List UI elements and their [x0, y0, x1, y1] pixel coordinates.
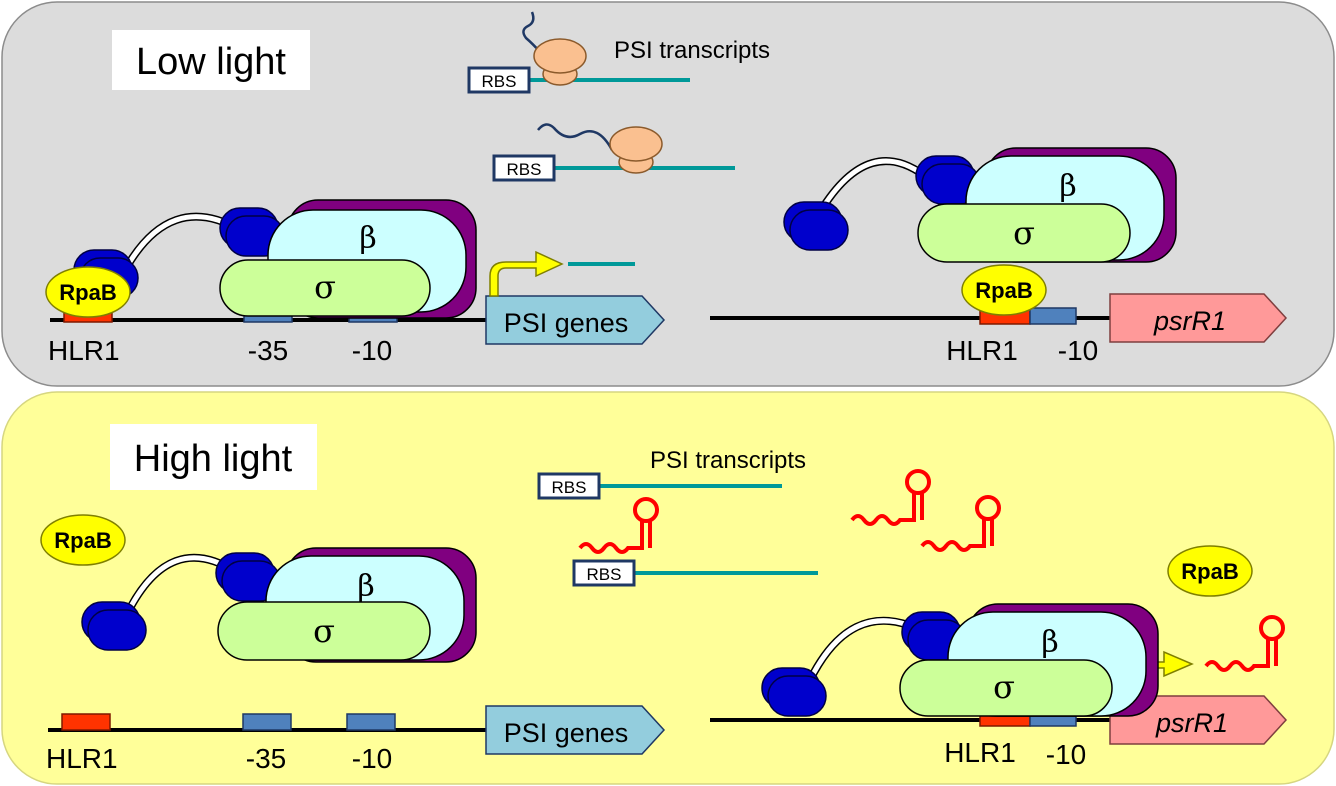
high-light-free-rpab-left-label: RpaB	[54, 528, 111, 553]
high-light-transcript-2: RBS	[572, 559, 818, 587]
low-light-psi-genes-arrow	[485, 295, 666, 345]
high-light-rbs-2: RBS	[587, 565, 622, 584]
high-light-left-sigma-label: σ	[313, 612, 335, 650]
high-light-psi-genes-label: PSI genes	[504, 718, 629, 748]
high-light-free-rpab-right: RpaB	[1167, 545, 1253, 597]
low-light-rbs-2: RBS	[507, 160, 542, 179]
high-light-right-hlr1-label: HLR1	[944, 737, 1016, 768]
low-light-right-hlr1-label: HLR1	[946, 335, 1018, 366]
low-light-right-minus10-label: -10	[1058, 335, 1098, 366]
high-light-left-minus10-box	[346, 713, 396, 731]
low-light-right-minus10-box	[1029, 307, 1077, 325]
low-light-left-polymerase: β σ	[73, 199, 477, 319]
low-light-left-rpab: RpaB	[45, 266, 131, 318]
low-light-right-rpab-label: RpaB	[975, 278, 1032, 303]
high-light-right-polymerase: β σ	[761, 603, 1159, 717]
low-light-left-minus10-label: -10	[352, 335, 392, 366]
low-light-right-beta-label: β	[1059, 169, 1076, 204]
low-light-right-sigma-label: σ	[1013, 214, 1035, 252]
high-light-left-minus10-label: -10	[352, 743, 392, 774]
low-light-psrR1-label: psrR1	[1153, 306, 1226, 336]
low-light-transcripts-label: PSI transcripts	[614, 37, 770, 64]
high-light-left-hlr1-label: HLR1	[46, 743, 118, 774]
high-light-right-beta-label: β	[1041, 625, 1058, 660]
low-light-transcription-arrow	[489, 250, 564, 297]
low-light-right-polymerase: β σ	[783, 147, 1177, 263]
high-light-title: High light	[134, 438, 293, 480]
high-light-transcripts-label: PSI transcripts	[650, 447, 806, 474]
high-light-psi-genes-arrow	[485, 705, 666, 755]
high-light-right-minus10-label: -10	[1046, 739, 1086, 770]
low-light-panel: Low light PSI transcripts RBS RBS HLR1	[1, 1, 1335, 387]
high-light-left-minus35-box	[242, 713, 292, 731]
low-light-psi-genes-label: PSI genes	[504, 308, 629, 338]
low-light-title: Low light	[136, 41, 286, 83]
low-light-right-rpab: RpaB	[961, 264, 1047, 316]
high-light-psrR1-arrow	[1109, 695, 1288, 745]
low-light-left-sigma-label: σ	[314, 268, 336, 306]
high-light-free-rpab-right-label: RpaB	[1181, 559, 1238, 584]
high-light-left-beta-label: β	[357, 569, 374, 604]
high-light-title-box	[110, 424, 317, 490]
high-light-rbs-1: RBS	[552, 478, 587, 497]
low-light-left-minus35-label: -35	[248, 335, 288, 366]
high-light-left-minus35-label: -35	[246, 743, 286, 774]
low-light-left-beta-label: β	[359, 221, 376, 256]
high-light-panel: High light PSI transcripts RBS RBS RpaB …	[1, 391, 1335, 785]
low-light-rbs-1: RBS	[482, 72, 517, 91]
low-light-title-box	[112, 30, 310, 90]
low-light-left-hlr1-label: HLR1	[48, 335, 120, 366]
high-light-left-hlr1-box	[61, 713, 111, 731]
high-light-right-sigma-label: σ	[993, 668, 1015, 706]
high-light-transcript-1: RBS	[537, 472, 782, 500]
low-light-transcript-1: RBS	[467, 11, 690, 94]
high-light-psrR1-label: psrR1	[1155, 708, 1228, 738]
high-light-left-polymerase: β σ	[81, 547, 477, 663]
low-light-transcript-2: RBS	[492, 123, 735, 182]
high-light-left-promoter: HLR1 -35 -10 PSI genes	[46, 705, 666, 774]
low-light-psrR1-arrow	[1109, 293, 1288, 343]
high-light-free-rpab-left: RpaB	[40, 514, 126, 566]
low-light-left-rpab-label: RpaB	[59, 280, 116, 305]
